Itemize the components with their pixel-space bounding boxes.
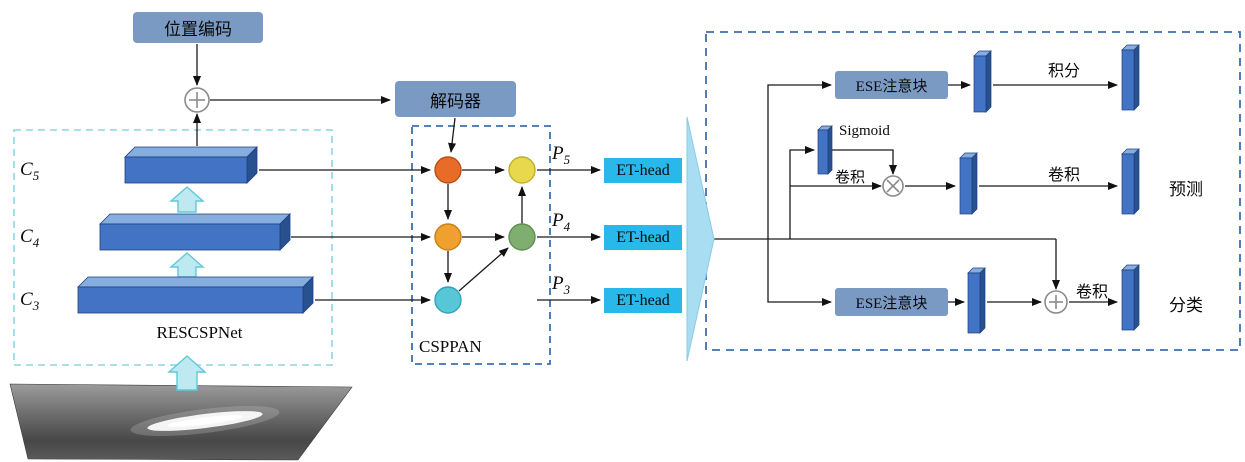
head-dashed-box [705,31,1241,351]
sigmoid-label: Sigmoid [839,123,890,139]
neck-node-p5-left [434,156,462,184]
neck-dashed-box [411,125,551,365]
ship-core [167,415,243,427]
et-head-box-p4: ET-head [604,225,682,250]
neck-name: CSPPAN [419,337,482,356]
branch-to-ese-top [767,81,832,239]
block-arrows [167,186,207,391]
p4-label: P4 [552,210,571,234]
ese-block-bottom: ESE注意块 [835,288,948,316]
head-slabs [817,44,1140,334]
p3-label: P3 [552,273,571,297]
decoder-label: 解码器 [430,91,481,111]
slab-cls-1 [967,267,986,334]
ese-top-label: ESE注意块 [855,78,928,95]
multiply-operator-icon [882,175,904,197]
prediction-label: 预测 [1169,180,1203,199]
input-sar-image [9,383,353,461]
position-encoding-label: 位置编码 [164,20,232,39]
neck-nodes [434,156,536,314]
et-head-label: ET-head [616,161,670,179]
arrow-neck-diagonal [458,247,509,292]
classification-label: 分类 [1169,296,1203,315]
slab-pred-2 [1121,148,1140,215]
backbone-dashed-box [13,129,333,366]
c4-feature-bar [99,213,291,251]
conv-classification-label: 卷积 [1075,284,1108,301]
c3-feature-bar [77,276,314,314]
slab-cls-2 [1121,264,1140,331]
sigmoid-path [830,149,897,175]
c5-label: C5 [20,159,40,183]
slab-reg-1 [973,50,992,113]
neck-node-p4-right [508,223,536,251]
slab-reg-2 [1121,44,1140,111]
add-operator-icon-2 [1044,290,1068,314]
c5-feature-bar [124,146,258,184]
decoder-box: 解码器 [395,81,516,117]
et-head-label: ET-head [616,291,670,309]
up-arrow-c3-c4 [169,252,205,278]
branch-to-ese-bottom [767,239,832,306]
neck-node-p4-left [434,223,462,251]
conv-attention-label: 卷积 [835,170,866,186]
backbone-name: RESCSPNet [156,323,243,342]
arrow-decoder-to-neck [448,117,457,153]
funnel-icon [686,116,715,362]
ese-block-top: ESE注意块 [835,71,948,99]
up-arrow-image-backbone [167,355,207,391]
neck-node-p3 [434,286,462,314]
et-head-label: ET-head [616,228,670,246]
operators [184,87,1068,314]
branch-to-conv-slab [789,146,815,239]
position-encoding-box: 位置编码 [133,12,263,43]
c3-label: C3 [20,289,40,313]
up-arrow-c4-c5 [169,186,205,213]
et-head-box-p3: ET-head [604,288,682,313]
slab-conv-attention [817,125,833,175]
conv-regression-label: 卷积 [1047,167,1080,184]
et-head-box-p5: ET-head [604,158,682,183]
neck-node-p5-right [508,156,536,184]
p5-label: P5 [552,143,571,167]
slab-pred-1 [959,152,978,215]
ese-bottom-label: ESE注意块 [855,295,928,312]
integral-label: 积分 [1047,63,1080,80]
add-operator-icon [184,87,210,113]
connectors [193,44,1118,306]
c4-label: C4 [20,226,40,250]
backbone-bars [77,146,314,314]
